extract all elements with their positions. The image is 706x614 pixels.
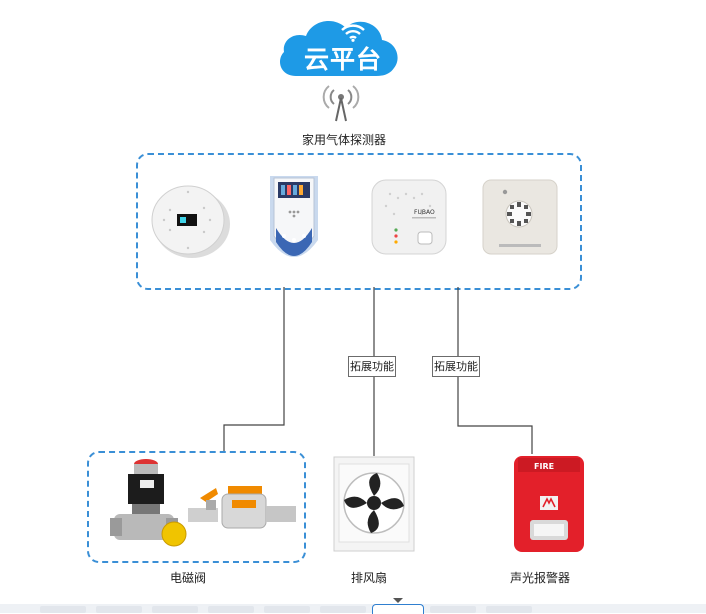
svg-text:FIRE: FIRE [534,462,554,471]
round-gas-detector [150,180,232,260]
round-detector-icon [151,185,230,258]
alarm-label: 声光报警器 [509,571,570,585]
fire-alarm: FIRE [512,454,586,554]
svg-text:FUBAO: FUBAO [414,209,435,216]
bottom-tab [430,606,476,613]
pressure-valve [188,480,296,536]
detectors-group-box [136,153,582,290]
extend-label-alarm: 拓展功能 [432,356,480,377]
fire-alarm-icon: FIRE [514,456,584,552]
solenoid-valve [110,456,188,552]
wifi-icon [340,22,366,42]
wall-detector-icon [270,176,318,257]
solenoid-valve-icon [110,459,187,547]
bottom-tab [96,606,142,613]
bottom-tab [40,606,86,613]
ceiling-detector-icon [482,179,558,255]
bottom-tab [320,606,366,613]
ceiling-gas-detector [481,178,559,256]
bottom-tab [486,606,532,613]
antenna-signal-icon [322,80,360,122]
square-detector-icon: FUBAO [371,179,447,255]
exhaust-fan [333,456,415,552]
exhaust-fan-icon [333,456,415,552]
bottom-tab [152,606,198,613]
cloud-title: 云平台 [303,45,382,74]
valve-label: 电磁阀 [169,571,206,585]
wall-gas-detector [264,170,324,270]
fubao-gas-detector: FUBAO [370,178,448,256]
bottom-tab [208,606,254,613]
pressure-valve-icon [188,486,296,529]
valve-group-box [87,451,306,563]
fan-label: 排风扇 [350,571,387,585]
bottom-tab [264,606,310,613]
bottom-tab-active[interactable] [372,604,424,614]
extend-label-fan: 拓展功能 [348,356,396,377]
cloud-platform: 云平台 [276,10,404,80]
chevron-down-icon[interactable] [392,590,404,603]
detectors-title: 家用气体探测器 [301,133,386,147]
cloud-icon [280,21,398,76]
